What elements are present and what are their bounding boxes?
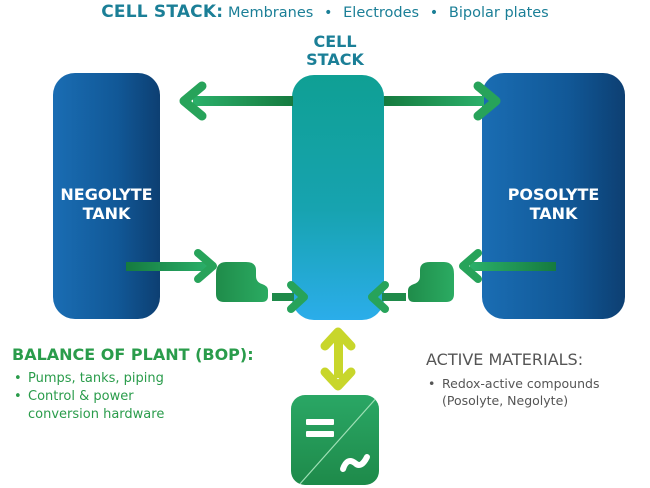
arrow-pump-to-stack-right — [368, 281, 406, 313]
power-exchange-arrow — [320, 327, 356, 391]
bullet-icon: • — [14, 371, 22, 386]
left-pump-icon — [216, 262, 268, 302]
bullet-separator: • — [429, 5, 439, 21]
negolyte-tank: NEGOLYTE TANK — [53, 73, 160, 319]
bop-item-text-continued: conversion hardware — [28, 407, 165, 422]
cell-stack-label-line2: STACK — [306, 50, 364, 69]
active-materials-heading: ACTIVE MATERIALS: — [426, 350, 584, 369]
component-electrodes: Electrodes — [343, 5, 420, 21]
arrow-posolyte-to-pump — [459, 249, 556, 283]
dc-symbol-top-bar — [306, 419, 334, 425]
bop-list-item: • Pumps, tanks, piping — [14, 370, 164, 388]
arrow-stack-to-negolyte — [179, 81, 293, 121]
converter-diagonal — [298, 395, 379, 485]
bullet-icon: • — [14, 389, 22, 404]
bop-list: • Pumps, tanks, piping • Control & power… — [14, 370, 164, 424]
arrow-stack-to-posolyte — [384, 81, 501, 121]
cell-stack-components-heading: CELL STACK: Membranes • Electrodes • Bip… — [0, 2, 650, 22]
ac-symbol — [340, 454, 370, 472]
active-materials-item-text: Redox-active compounds — [442, 376, 600, 391]
active-materials-item-text-continued: (Posolyte, Negolyte) — [442, 393, 569, 408]
right-pump-icon — [408, 262, 454, 302]
dc-symbol-bottom-bar — [306, 431, 334, 437]
bop-item-text: Control & power — [28, 389, 134, 404]
arrow-pump-to-stack-left — [272, 281, 308, 313]
bullet-icon: • — [428, 376, 436, 391]
negolyte-label-line1: NEGOLYTE — [60, 185, 153, 204]
active-materials-list: • Redox-active compounds (Posolyte, Nego… — [428, 375, 599, 409]
negolyte-label-line2: TANK — [82, 204, 131, 223]
power-converter-icon — [291, 395, 379, 485]
arrow-negolyte-to-pump — [126, 249, 217, 283]
cell-stack-label: CELL STACK — [280, 33, 390, 69]
active-materials-list-item: • Redox-active compounds (Posolyte, Nego… — [428, 375, 599, 409]
bop-heading: BALANCE OF PLANT (BOP): — [12, 345, 254, 364]
posolyte-tank-label: POSOLYTE TANK — [482, 185, 625, 223]
cell-stack-label-line1: CELL — [313, 32, 357, 51]
posolyte-tank: POSOLYTE TANK — [482, 73, 625, 319]
posolyte-label-line1: POSOLYTE — [507, 185, 600, 204]
cell-stack — [292, 75, 384, 320]
bop-list-item: • Control & power conversion hardware — [14, 388, 164, 424]
component-membranes: Membranes — [228, 5, 314, 21]
negolyte-tank-label: NEGOLYTE TANK — [53, 185, 160, 223]
bop-item-text: Pumps, tanks, piping — [28, 371, 164, 386]
posolyte-label-line2: TANK — [529, 204, 578, 223]
component-bipolar-plates: Bipolar plates — [448, 5, 549, 21]
bullet-separator: • — [324, 5, 333, 21]
cell-stack-heading-title: CELL STACK: — [101, 2, 224, 22]
